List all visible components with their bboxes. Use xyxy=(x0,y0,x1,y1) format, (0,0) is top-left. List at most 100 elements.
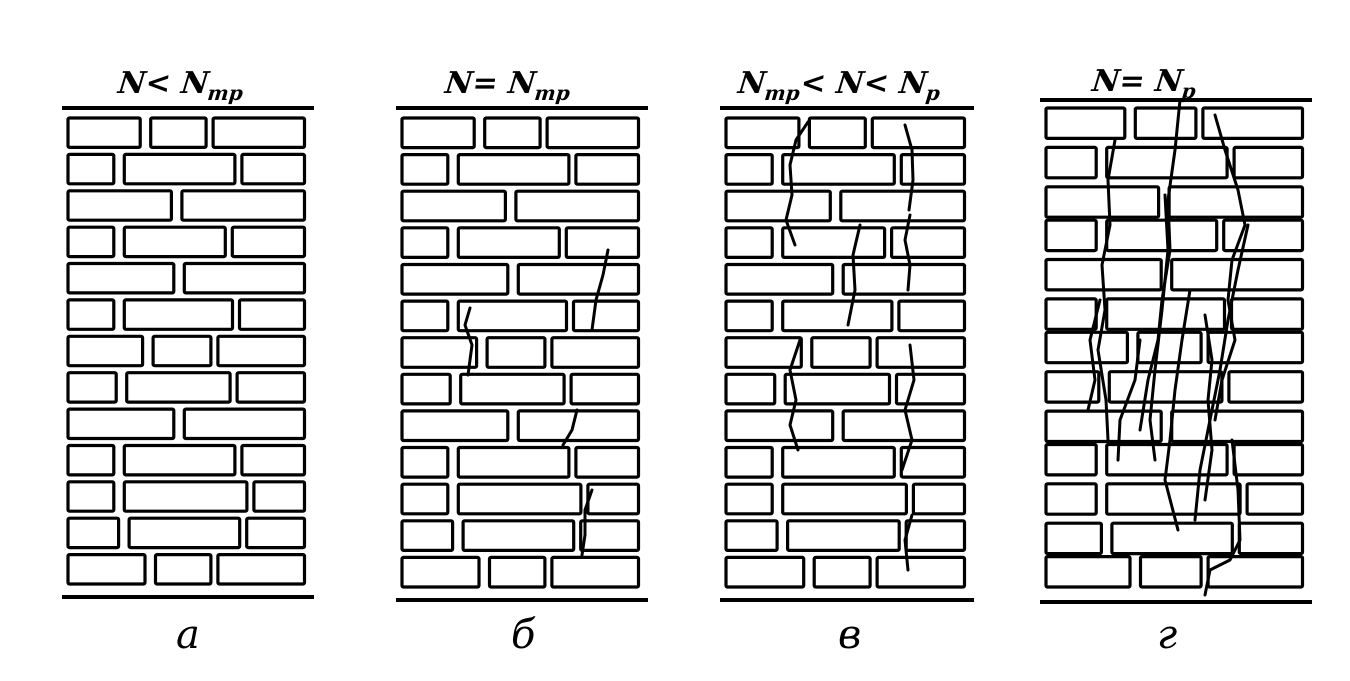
brick xyxy=(456,482,583,516)
brick xyxy=(66,334,145,368)
brick xyxy=(724,409,835,443)
brick xyxy=(456,153,571,186)
brick xyxy=(216,552,307,586)
brick xyxy=(400,189,508,223)
brick xyxy=(724,299,774,333)
brick xyxy=(574,153,641,186)
crack-line xyxy=(1086,298,1102,412)
crack-line xyxy=(1203,313,1214,502)
brick xyxy=(586,482,641,516)
crack-line xyxy=(903,513,914,572)
brick xyxy=(1232,145,1305,180)
brick xyxy=(516,409,641,443)
brick xyxy=(785,519,901,552)
brick xyxy=(574,445,641,479)
crack-line xyxy=(1193,223,1250,522)
brick xyxy=(841,409,967,443)
brick xyxy=(724,445,774,479)
brick xyxy=(487,555,547,589)
brick xyxy=(724,116,801,150)
crack-line xyxy=(788,338,802,452)
brick xyxy=(1044,106,1127,140)
brick xyxy=(66,443,116,477)
brick xyxy=(1229,297,1305,331)
panel-letter-g: г xyxy=(1157,612,1178,658)
brick xyxy=(66,371,118,404)
brick xyxy=(66,552,147,586)
brick xyxy=(182,261,307,295)
brick xyxy=(125,371,232,404)
brick xyxy=(1044,554,1132,589)
brick xyxy=(514,189,641,223)
brick xyxy=(456,445,571,479)
brick xyxy=(1167,185,1305,219)
brick xyxy=(66,225,116,259)
brick xyxy=(127,516,242,550)
crack-line xyxy=(1096,138,1117,442)
brick xyxy=(182,407,307,441)
brick xyxy=(461,519,576,552)
brick xyxy=(571,299,641,333)
brick xyxy=(122,225,227,259)
brick xyxy=(240,152,307,186)
brick xyxy=(1105,218,1219,253)
condition-label-v: Nтр< N< Nр xyxy=(736,66,942,105)
brick xyxy=(230,225,307,259)
brick xyxy=(1044,482,1098,516)
brick xyxy=(724,262,835,296)
brick xyxy=(153,552,213,586)
brick xyxy=(400,372,452,406)
brick xyxy=(1107,370,1224,404)
brick xyxy=(564,226,641,260)
brick xyxy=(812,555,872,589)
crack-line xyxy=(1163,288,1192,532)
brick xyxy=(1044,297,1098,331)
brick xyxy=(897,299,967,333)
panel-letter-v: в xyxy=(838,612,862,658)
brick xyxy=(783,372,892,406)
brick xyxy=(400,409,510,443)
panel-letter-a: а xyxy=(176,612,200,658)
brick xyxy=(841,262,967,296)
brick xyxy=(1206,330,1305,365)
wall-panel-a xyxy=(62,106,314,599)
brick xyxy=(400,262,510,296)
brick xyxy=(1044,218,1098,253)
brick xyxy=(1232,442,1305,477)
brick xyxy=(485,336,547,369)
brick xyxy=(781,153,896,186)
brick xyxy=(235,371,307,404)
brick xyxy=(1170,257,1305,292)
brick xyxy=(400,299,450,333)
brick xyxy=(1245,482,1305,516)
brick xyxy=(516,262,641,296)
brick xyxy=(216,334,307,368)
brick xyxy=(1044,370,1101,404)
brick xyxy=(400,482,450,516)
brick xyxy=(781,226,887,260)
brick xyxy=(483,116,542,150)
brick xyxy=(1044,185,1161,219)
crack-line xyxy=(580,488,594,557)
brick xyxy=(122,152,237,186)
crack-line xyxy=(590,248,610,332)
crack-line xyxy=(784,120,810,247)
brick xyxy=(1201,106,1305,140)
brick xyxy=(245,516,307,550)
brick xyxy=(1222,218,1305,253)
brick xyxy=(1110,521,1234,556)
brick xyxy=(66,116,142,149)
brick xyxy=(66,298,116,331)
brick xyxy=(180,189,307,222)
brick xyxy=(400,445,450,479)
brick xyxy=(66,480,116,513)
brick xyxy=(66,516,121,550)
brick xyxy=(400,519,455,552)
brick xyxy=(459,372,566,406)
brick xyxy=(545,116,641,150)
brick xyxy=(66,261,176,295)
brick xyxy=(550,336,641,369)
brick xyxy=(904,519,967,552)
crack-line xyxy=(1213,113,1247,422)
